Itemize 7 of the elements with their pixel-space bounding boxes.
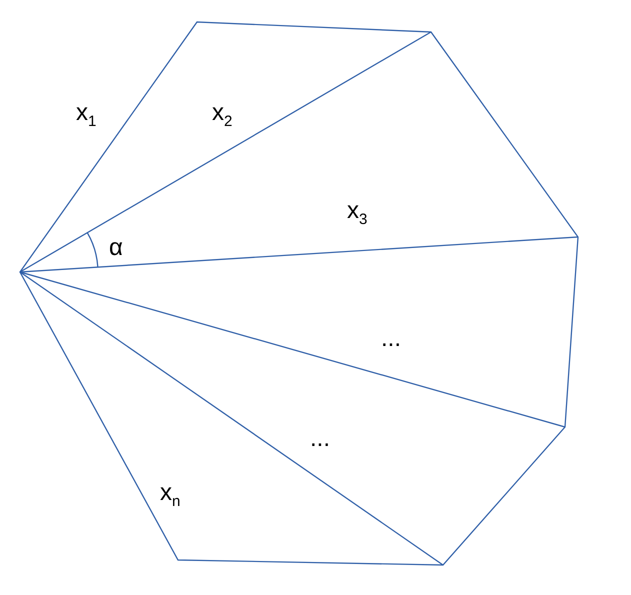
side-label: x$_{1}$ — [76, 100, 96, 132]
ellipsis: ... — [381, 326, 402, 352]
angle-label: α — [109, 235, 123, 261]
ellipsis: ... — [310, 426, 330, 452]
side-label: x$_{2}$ — [212, 100, 232, 132]
side-label: x$_{n}$ — [160, 480, 180, 512]
side-label: x$_{3}$ — [347, 198, 368, 230]
